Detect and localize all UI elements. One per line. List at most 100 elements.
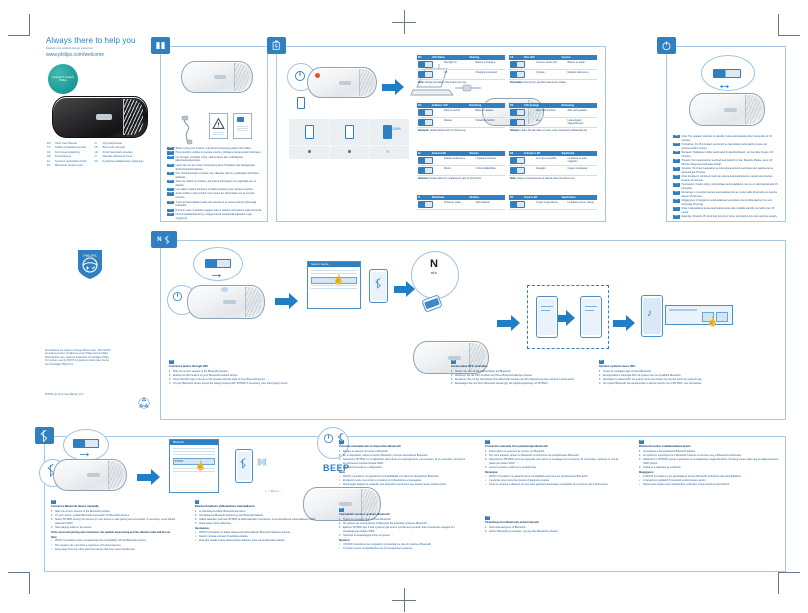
table-note: Nota: Cargue completamente la bateria an… [510,177,576,181]
product-illustration [181,61,253,93]
language-tag: FI [195,499,199,504]
header-subtitle: Register your product and get support at [46,47,93,50]
list-item: •El altavoz puede memorizar un maximo de… [339,478,422,482]
bt-instructions-en: EN Connect a Bluetooth device manually 1… [51,499,179,552]
flow-arrow [497,315,520,331]
power-button-icon [295,71,305,81]
beep-label: BEEP [323,463,350,473]
language-tag: DA [485,515,491,520]
next-button[interactable] [716,312,728,322]
distance-indicator: ↔ < 10 m ↔ [264,489,282,493]
power-button-icon [172,291,183,302]
product-illustration [303,487,381,521]
list-item: •Keep away from any other electronic dev… [51,547,136,551]
device-list-item-bt3500[interactable]: BT3500 [173,458,215,465]
nfc-bluetooth-icon: N [151,231,177,248]
nfc-label: nfc [430,270,438,275]
table-note: Poznamka: Pred prvnim pouzitim baterii p… [510,81,567,85]
block-title: Bluetooth-eszkoz csatlakoztatasa kezzel [639,444,691,448]
document-id: BT3500_00_Short User Manual_V1.0 [45,394,84,396]
support-url[interactable]: www.philips.com/welcome [46,52,105,58]
list-item: •WOOX Innovations ne garantit pas la com… [485,474,588,478]
device-list-item[interactable] [311,277,357,284]
state-dot [308,150,311,153]
nfc-tag-spot [221,287,228,292]
flow-arrow [558,310,575,326]
battery-charge-icon [267,37,286,54]
note-label: Note: [51,535,58,539]
bt-instructions-hu: HU Bluetooth-eszkoz csatlakoztatasa kezz… [639,439,779,487]
led-status-table: FR Voyant LED Signification Voyant rouge… [509,195,597,211]
smartphone-illustration [369,269,388,303]
list-item: •Tenez le systeme a distance de tout aut… [485,483,609,487]
product-illustration [307,67,377,98]
list-item: •To icheio mporei na apothikefsei eos 8 … [339,546,414,550]
led-status-table: ES Indicador LED Significado Luz roja en… [509,151,597,181]
block-title: Conectar manualmente un dispositivo Blue… [339,444,401,448]
bt-instructions-da: DA Tilslutning af en Bluetooth-enhed man… [485,515,625,534]
flow-arrow [137,469,160,485]
state-dot [348,150,351,153]
bluetooth-pairing-icon [35,427,54,444]
screen-title: Bluetooth [173,440,184,444]
safety-book-icon [151,37,170,54]
battery-icon [345,124,354,139]
play-button[interactable] [702,312,714,322]
list-item: •Mantengalo alejado de cualquier otro di… [339,483,447,487]
battery-icon [297,96,305,109]
table-header: FR Voyant LED Signification [509,195,597,201]
block-title: Connexion manuelle d'un peripherique Blu… [485,444,548,448]
table-note: Hinweis: Laden Sie den Akku vor dem erst… [510,129,588,133]
bluetooth-icon [240,458,246,469]
note-label: Nota: [339,470,346,474]
list-item: •Kaiutin muistaa enintaan 8 paritettua l… [195,535,249,539]
list-item: •WOOX Innovations no garantiza la compat… [339,474,440,478]
flow-arrow [613,315,635,331]
playback-controls-bar [665,305,733,325]
list-item: •L'enceinte peut memoriser jusqu'a 8 app… [485,478,550,482]
block-title: Bluetooth-laitteen yhdistaminen manuaali… [195,504,255,508]
smartphone-illustration [421,294,443,313]
svg-text:PHILIPS: PHILIPS [83,254,97,258]
